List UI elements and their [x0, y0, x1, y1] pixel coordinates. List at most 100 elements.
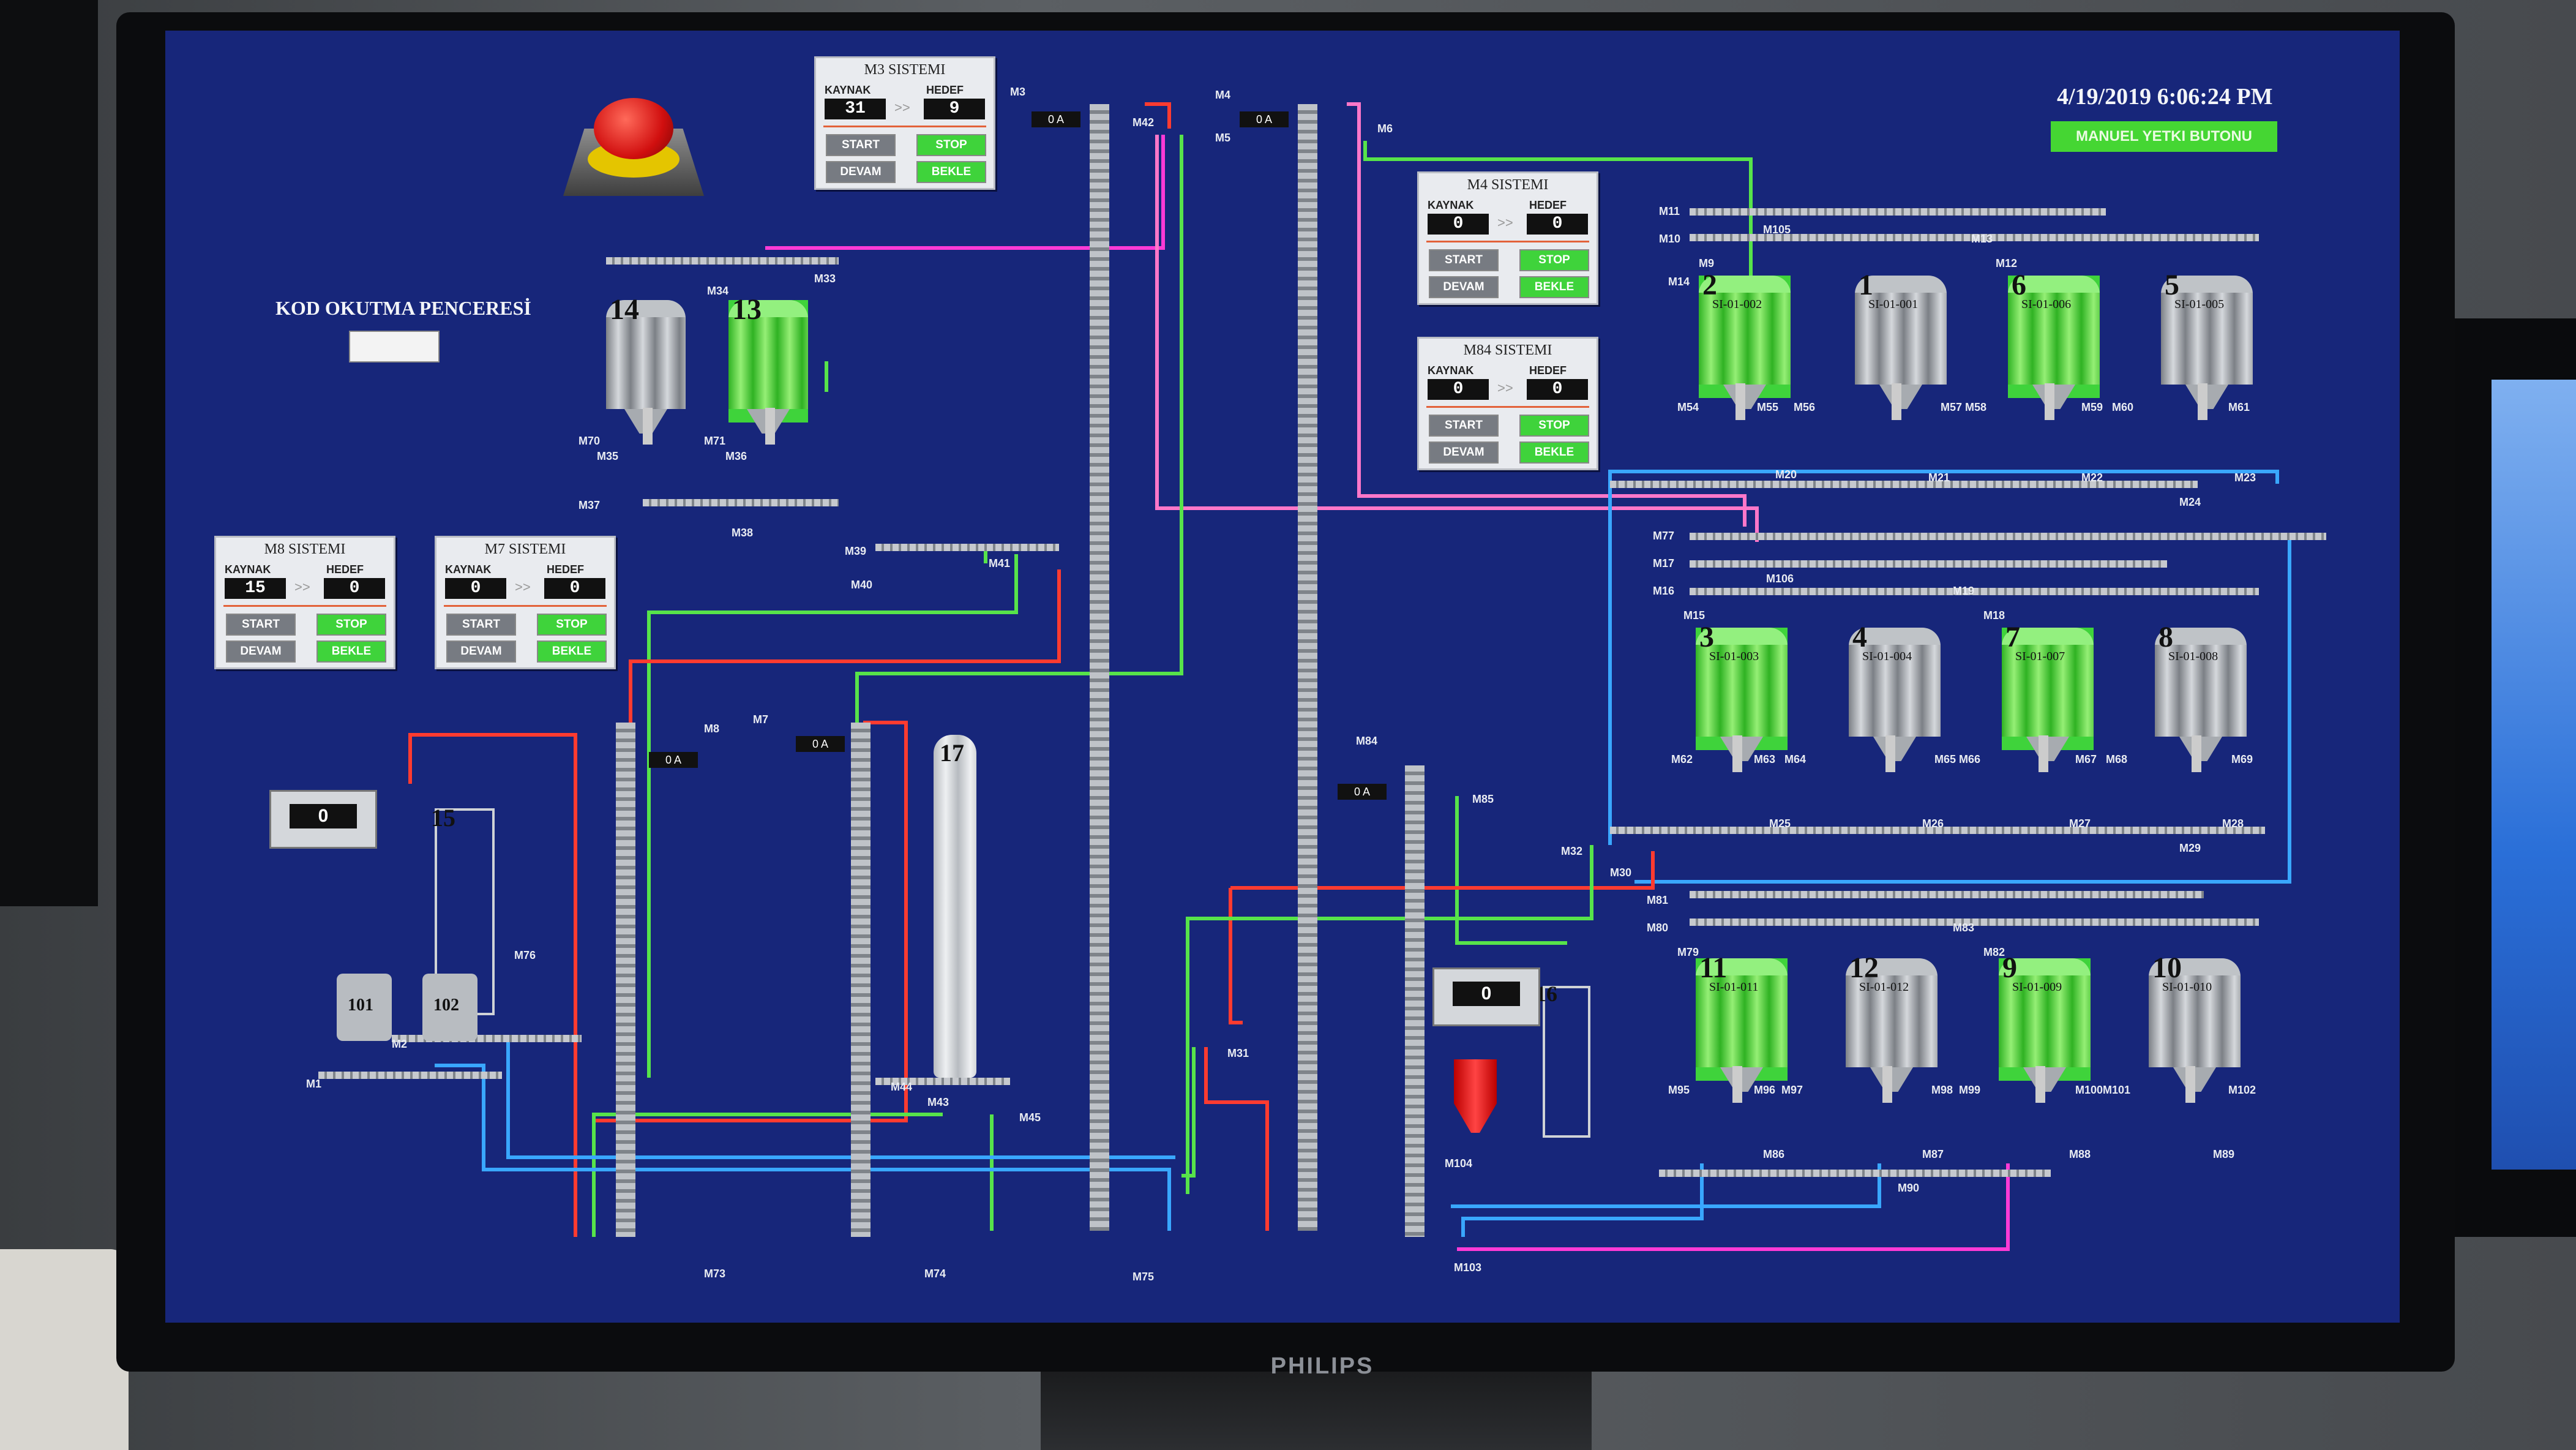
- manual-authority-button[interactable]: MANUEL YETKI BUTONU: [2051, 121, 2277, 152]
- motor-label-m96[interactable]: M96: [1754, 1084, 1776, 1096]
- motor-label-m38[interactable]: M38: [732, 527, 754, 539]
- motor-label-m9[interactable]: M9: [1699, 257, 1715, 269]
- motor-label-m5[interactable]: M5: [1215, 132, 1231, 144]
- motor-label-m56[interactable]: M56: [1794, 401, 1816, 413]
- motor-label-m16[interactable]: M16: [1653, 585, 1675, 597]
- motor-label-m82[interactable]: M82: [1983, 946, 2005, 958]
- motor-label-m60[interactable]: M60: [2112, 401, 2134, 413]
- silo-14[interactable]: 14: [606, 293, 686, 445]
- emergency-stop-button[interactable]: [557, 92, 710, 202]
- motor-label-m81[interactable]: M81: [1647, 894, 1669, 906]
- motor-label-m20[interactable]: M20: [1775, 468, 1797, 481]
- motor-label-m2[interactable]: M2: [392, 1038, 408, 1050]
- belt-m10[interactable]: [1690, 234, 2259, 241]
- motor-label-m104[interactable]: M104: [1445, 1157, 1473, 1170]
- silo-6[interactable]: 6 SI-01-006: [2008, 269, 2100, 420]
- resume-button[interactable]: DEVAM: [1429, 276, 1499, 298]
- motor-label-m99[interactable]: M99: [1959, 1084, 1981, 1096]
- wait-button[interactable]: BEKLE: [316, 640, 386, 663]
- motor-label-m65[interactable]: M65: [1934, 753, 1956, 765]
- motor-label-m101[interactable]: M101: [2103, 1084, 2131, 1096]
- silo-2[interactable]: 2 SI-01-002: [1699, 269, 1791, 420]
- motor-label-m95[interactable]: M95: [1668, 1084, 1690, 1096]
- motor-label-m40[interactable]: M40: [851, 579, 873, 591]
- motor-label-m11[interactable]: M11: [1659, 205, 1680, 217]
- motor-label-m34[interactable]: M34: [707, 285, 729, 297]
- motor-label-m24[interactable]: M24: [2179, 496, 2201, 508]
- motor-label-m6[interactable]: M6: [1377, 122, 1393, 135]
- motor-label-m21[interactable]: M21: [1928, 471, 1950, 484]
- belt-m81[interactable]: [1690, 891, 2204, 898]
- stop-button[interactable]: STOP: [1519, 415, 1589, 437]
- motor-label-m62[interactable]: M62: [1671, 753, 1693, 765]
- belt-m80[interactable]: [1690, 918, 2259, 926]
- elevator-m7[interactable]: [851, 723, 871, 1237]
- stop-button[interactable]: STOP: [916, 134, 986, 156]
- motor-label-m97[interactable]: M97: [1781, 1084, 1803, 1096]
- motor-label-m59[interactable]: M59: [2081, 401, 2103, 413]
- elevator-m8[interactable]: [616, 723, 635, 1237]
- belt-m90[interactable]: [1659, 1170, 2051, 1177]
- belt-m29[interactable]: [1610, 827, 2265, 834]
- motor-label-m10[interactable]: M10: [1659, 233, 1681, 245]
- silo-9[interactable]: 9 SI-01-009: [1999, 952, 2091, 1103]
- belt-m77[interactable]: [1690, 533, 2326, 540]
- resume-button[interactable]: DEVAM: [1429, 441, 1499, 464]
- motor-label-m25[interactable]: M25: [1769, 817, 1791, 830]
- motor-label-m58[interactable]: M58: [1965, 401, 1987, 413]
- silo-1[interactable]: 1 SI-01-001: [1855, 269, 1947, 420]
- silo-3[interactable]: 3 SI-01-003: [1696, 621, 1788, 772]
- motor-label-m12[interactable]: M12: [1996, 257, 2018, 269]
- motor-label-m84[interactable]: M84: [1356, 735, 1378, 747]
- scale-right[interactable]: 0: [1432, 967, 1540, 1026]
- motor-label-m77[interactable]: M77: [1653, 530, 1675, 542]
- motor-label-m73[interactable]: M73: [704, 1268, 726, 1280]
- stop-button[interactable]: STOP: [316, 614, 386, 636]
- motor-label-m102[interactable]: M102: [2228, 1084, 2256, 1096]
- motor-label-m28[interactable]: M28: [2222, 817, 2244, 830]
- stop-button[interactable]: STOP: [1519, 249, 1589, 271]
- belt-m16[interactable]: [1690, 588, 2259, 595]
- belt-m2[interactable]: [392, 1035, 582, 1042]
- silo-10[interactable]: 10 SI-01-010: [2149, 952, 2241, 1103]
- motor-label-m13[interactable]: M13: [1971, 233, 1993, 245]
- belt-m37[interactable]: [643, 499, 839, 506]
- motor-label-m68[interactable]: M68: [2106, 753, 2128, 765]
- motor-label-m15[interactable]: M15: [1683, 609, 1705, 622]
- start-button[interactable]: START: [1429, 415, 1499, 437]
- motor-label-m75[interactable]: M75: [1133, 1271, 1155, 1283]
- motor-label-m32[interactable]: M32: [1561, 845, 1583, 857]
- motor-label-m74[interactable]: M74: [924, 1268, 946, 1280]
- motor-label-m1[interactable]: M1: [306, 1078, 322, 1090]
- belt-m44[interactable]: [875, 1078, 1010, 1085]
- motor-label-m29[interactable]: M29: [2179, 842, 2201, 854]
- motor-label-m43[interactable]: M43: [927, 1096, 949, 1108]
- silo-5[interactable]: 5 SI-01-005: [2161, 269, 2253, 420]
- motor-label-m71[interactable]: M71: [704, 435, 726, 447]
- motor-label-m42[interactable]: M42: [1133, 116, 1155, 129]
- motor-label-m3[interactable]: M3: [1010, 86, 1026, 98]
- motor-label-m80[interactable]: M80: [1647, 922, 1669, 934]
- start-button[interactable]: START: [1429, 249, 1499, 271]
- motor-label-m83[interactable]: M83: [1953, 922, 1975, 934]
- belt-m24[interactable]: [1610, 481, 2198, 488]
- belt-m11[interactable]: [1690, 208, 2106, 216]
- belt-m17[interactable]: [1690, 560, 2167, 568]
- motor-label-m19[interactable]: M19: [1953, 585, 1975, 597]
- silo-11[interactable]: 11 SI-01-011: [1696, 952, 1788, 1103]
- motor-label-m31[interactable]: M31: [1227, 1047, 1249, 1059]
- scale-left[interactable]: 0: [269, 790, 377, 849]
- motor-label-m14[interactable]: M14: [1668, 276, 1690, 288]
- start-button[interactable]: START: [226, 614, 296, 636]
- motor-label-m30[interactable]: M30: [1610, 866, 1632, 879]
- silo-12[interactable]: 12 SI-01-012: [1846, 952, 1938, 1103]
- motor-label-m18[interactable]: M18: [1983, 609, 2005, 622]
- motor-label-m88[interactable]: M88: [2069, 1148, 2091, 1160]
- start-button[interactable]: START: [446, 614, 516, 636]
- silo-13[interactable]: 13: [728, 293, 808, 445]
- motor-label-m90[interactable]: M90: [1898, 1182, 1920, 1194]
- motor-label-m87[interactable]: M87: [1922, 1148, 1944, 1160]
- motor-label-m8[interactable]: M8: [704, 723, 720, 735]
- motor-label-m33[interactable]: M33: [814, 272, 836, 285]
- silo-7[interactable]: 7 SI-01-007: [2002, 621, 2094, 772]
